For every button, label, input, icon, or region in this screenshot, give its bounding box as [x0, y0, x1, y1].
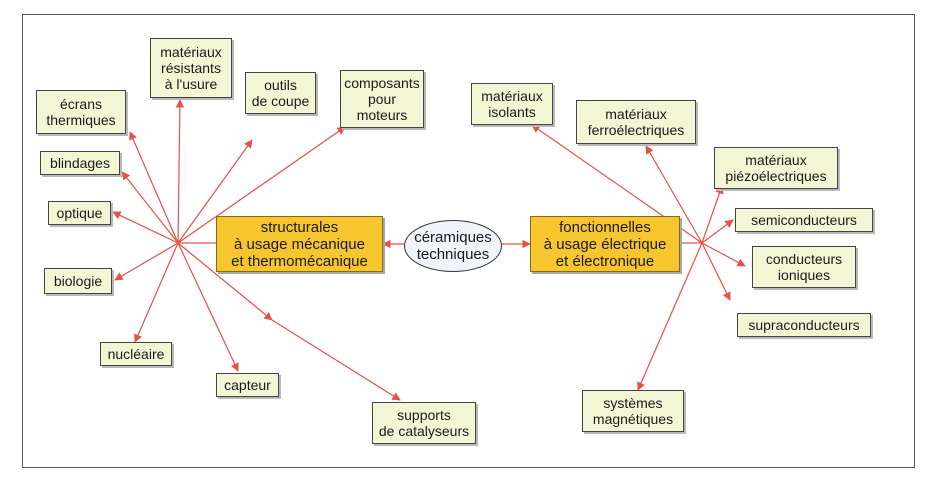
node-nucleaire: nucléaire	[100, 342, 172, 366]
node-outils-de-coupe: outils de coupe	[245, 72, 316, 114]
center-ellipse: céramiques techniques	[404, 220, 502, 272]
arrow-biologie	[114, 242, 179, 281]
node-optique: optique	[48, 201, 111, 225]
node-ecrans-thermiques: écrans thermiques	[36, 90, 126, 134]
arrow-optique	[112, 211, 179, 244]
arrow-catalyseurs	[271, 319, 401, 401]
node-materiaux-isolants: matériaux isolants	[471, 83, 553, 125]
node-materiaux-ferroelectriques: matériaux ferroélectriques	[576, 100, 696, 144]
arrow-outils	[177, 139, 253, 244]
node-supports-catalyseurs: supports de catalyseurs	[372, 402, 476, 444]
box-fonctionnelles: fonctionnelles à usage électrique et éle…	[530, 216, 680, 272]
node-composants-moteurs: composants pour moteurs	[340, 70, 424, 128]
arrow-capteur	[177, 242, 239, 372]
arrow-magnetiques	[637, 242, 703, 391]
arrow-blindages	[121, 171, 179, 244]
node-biologie: biologie	[44, 268, 112, 294]
node-capteur: capteur	[216, 373, 279, 397]
node-conducteurs-ioniques: conducteurs ioniques	[752, 246, 856, 288]
arrow-nucleaire	[134, 242, 179, 343]
arrow-ecrans	[129, 131, 179, 244]
node-supraconducteurs: supraconducteurs	[737, 313, 871, 337]
box-structurales: structurales à usage mécanique et thermo…	[216, 216, 383, 272]
arrow-mid-catalyseurs	[177, 242, 273, 321]
arrow-ferro	[645, 145, 703, 244]
arrow-ioniques	[701, 242, 746, 267]
arrow-usure	[175, 99, 185, 244]
node-blindages: blindages	[40, 151, 120, 175]
arrow-moteurs	[177, 126, 346, 244]
arrow-piezo	[701, 185, 724, 244]
node-materiaux-piezoelectriques: matériaux piézoélectriques	[714, 147, 838, 189]
arrow-semi	[701, 219, 734, 244]
node-systemes-magnetiques: systèmes magnétiques	[582, 390, 684, 432]
diagram-frame	[22, 14, 915, 468]
node-materiaux-resistants: matériaux résistants à l'usure	[150, 38, 232, 98]
node-semiconducteurs: semiconducteurs	[735, 208, 873, 232]
arrow-supra	[701, 242, 731, 301]
